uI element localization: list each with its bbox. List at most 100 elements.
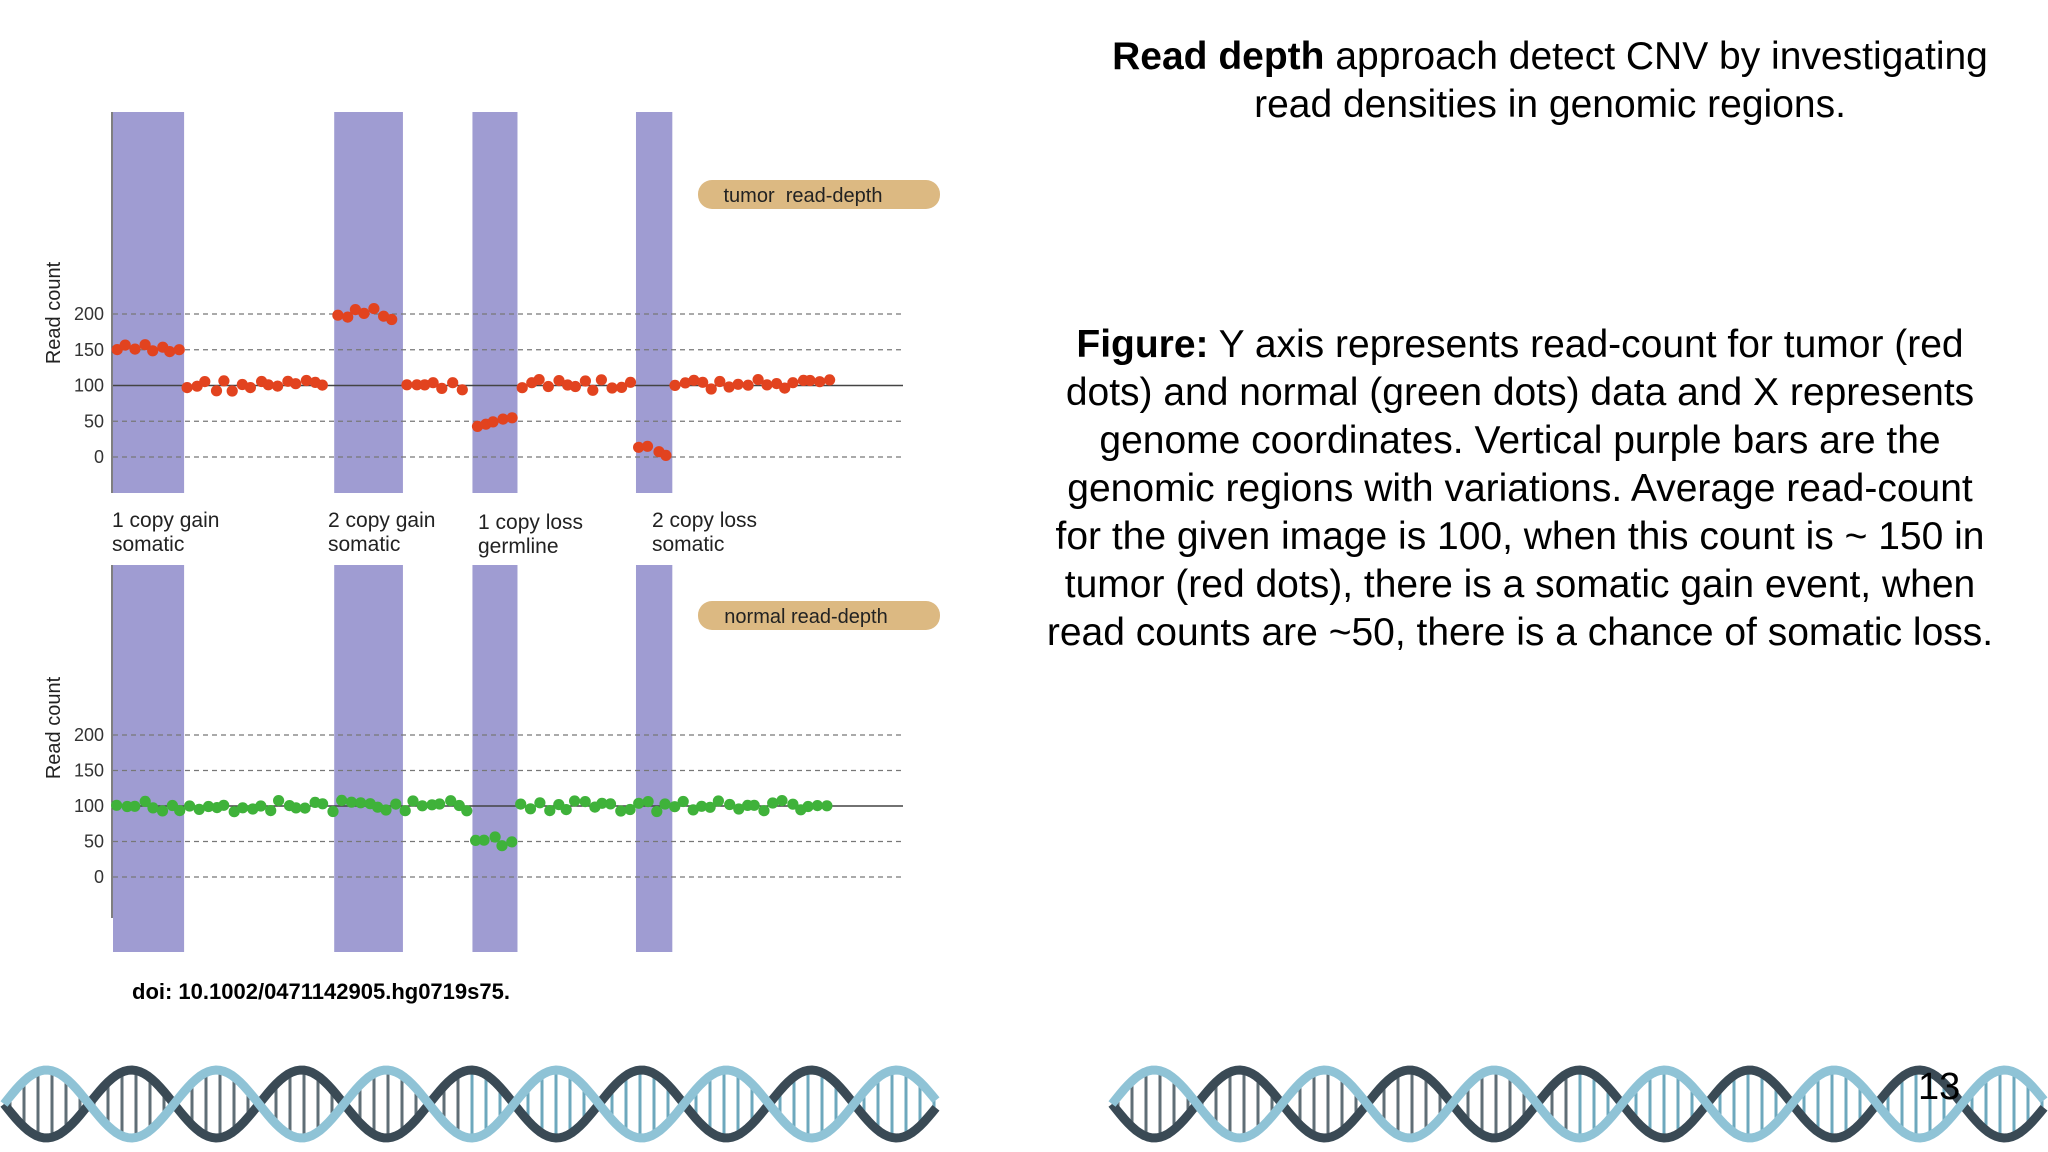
tumor-dot	[714, 375, 726, 388]
tumor-dot	[368, 303, 380, 315]
normal-dot	[156, 805, 169, 817]
normal-y-tick-100: 100	[74, 796, 104, 816]
tumor-dot	[290, 378, 302, 390]
normal-dot	[748, 799, 760, 811]
normal-dot	[237, 802, 249, 814]
normal-dot	[139, 795, 151, 808]
normal-dot	[615, 805, 627, 817]
normal-dot	[776, 795, 788, 807]
normal-dot	[534, 797, 546, 809]
normal-dot	[787, 798, 799, 810]
tumor-dot	[349, 304, 361, 316]
normal-dot	[767, 797, 779, 809]
tumor-dot	[471, 420, 484, 432]
tumor-legend-pill: tumor read-depth	[698, 180, 940, 209]
caption-bold-label: Figure:	[1076, 323, 1209, 366]
tumor-dot	[272, 380, 284, 392]
normal-dot	[336, 794, 348, 807]
normal-dot	[445, 795, 457, 807]
tumor-cnv-region-1	[113, 112, 185, 493]
normal-dot	[174, 805, 186, 817]
tumor-dot	[210, 385, 223, 397]
tumor-dot	[173, 344, 185, 356]
tumor-dot	[411, 379, 423, 391]
normal-dot	[202, 800, 215, 813]
tumor-dot	[542, 380, 554, 393]
normal-dot	[327, 805, 339, 818]
tumor-dot	[688, 374, 700, 386]
normal-y-axis-title: Read count	[43, 676, 65, 779]
tumor-y-tick-150: 150	[74, 340, 104, 360]
normal-dot	[544, 805, 556, 817]
tumor-dot	[569, 380, 582, 393]
normal-dot	[579, 796, 591, 808]
region-labels: 1 copy gain somatic 2 copy gain somatic …	[112, 509, 757, 558]
region-label-1-line1: 1 copy gain	[112, 509, 219, 532]
page-number: 13	[1918, 1066, 1961, 1108]
dna-helix-left-image	[0, 1065, 940, 1143]
tumor-dot	[633, 441, 645, 453]
tumor-dot	[679, 377, 691, 389]
tumor-dot	[723, 381, 735, 393]
tumor-dot	[199, 376, 211, 388]
normal-y-tick-150: 150	[74, 761, 104, 781]
tumor-y-tick-100: 100	[74, 376, 104, 396]
tumor-dot	[181, 382, 193, 394]
tumor-dot	[579, 375, 592, 387]
tumor-dot	[705, 383, 717, 395]
normal-legend-pill: normal read-depth	[698, 601, 940, 630]
tumor-dot	[506, 412, 518, 424]
normal-dot	[704, 801, 716, 813]
normal-dot	[724, 798, 736, 811]
normal-dot	[434, 798, 446, 810]
tumor-legend-label: tumor read-depth	[724, 185, 883, 207]
normal-dot	[111, 799, 123, 811]
figure-caption: Figure: Y axis represents read-count for…	[1040, 321, 2000, 657]
region-label-4-line2: somatic	[652, 533, 724, 556]
caption-text: Y axis represents read-count for tumor (…	[1046, 323, 1994, 654]
tumor-dot	[164, 346, 176, 358]
tumor-dot	[447, 377, 459, 389]
tumor-dot	[752, 374, 764, 386]
tumor-dot	[732, 378, 744, 390]
normal-dot	[390, 798, 402, 810]
normal-dot	[733, 803, 745, 815]
tumor-dot	[147, 345, 159, 357]
region-label-2-line1: 2 copy gain	[328, 509, 435, 532]
tumor-dot	[553, 375, 565, 387]
tumor-dot	[316, 379, 328, 391]
tumor-dot	[332, 309, 344, 321]
normal-y-tick-200: 200	[74, 725, 104, 745]
tumor-dot	[616, 381, 628, 393]
normal-dot	[193, 803, 205, 816]
normal-dot	[290, 802, 302, 814]
region-label-2-line2: somatic	[328, 533, 400, 556]
normal-legend-label: normal read-depth	[724, 606, 887, 628]
normal-cnv-region-1	[113, 565, 185, 952]
tumor-dot	[669, 379, 681, 391]
normal-dot	[821, 800, 833, 812]
normal-dot	[604, 798, 617, 810]
tumor-dot	[218, 375, 230, 387]
tumor-dot	[342, 311, 354, 323]
tumor-dot	[244, 382, 256, 394]
tumor-dot	[624, 376, 637, 388]
normal-dot	[596, 797, 608, 809]
tumor-cnv-region-3	[472, 112, 518, 493]
tumor-dot	[533, 374, 545, 386]
normal-dot	[524, 803, 537, 815]
tumor-dot	[742, 379, 754, 391]
tumor-cnv-region-4	[635, 112, 673, 493]
normal-dot	[687, 804, 699, 816]
tumor-dot	[427, 377, 439, 389]
tumor-dot	[660, 449, 672, 461]
tumor-dot	[595, 374, 608, 386]
tumor-dot	[386, 313, 398, 326]
normal-dot	[659, 798, 671, 810]
region-label-3-line1: 1 copy loss	[478, 511, 583, 534]
tumor-dot	[300, 374, 312, 387]
normal-dot	[669, 801, 681, 813]
tumor-dot	[606, 382, 618, 394]
